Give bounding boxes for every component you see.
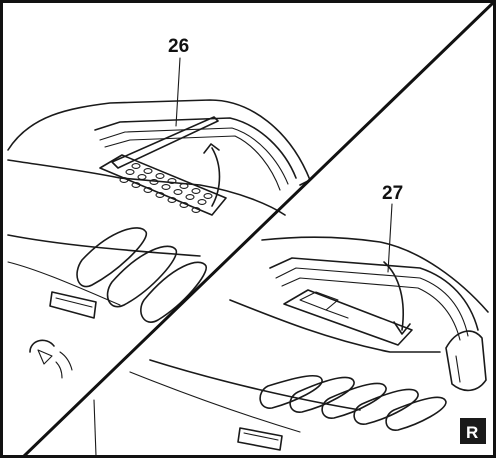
raised-flap [111, 116, 219, 169]
cover-lower-edge-right [229, 299, 441, 353]
badge-label: R [466, 423, 478, 442]
closed-keypad-lid [283, 289, 413, 346]
vent-slots-left [76, 227, 207, 323]
keypad-buttons [119, 163, 213, 213]
body-edge-left [7, 234, 201, 257]
right-panel: 27 [93, 183, 489, 457]
callout-leader-26 [175, 57, 181, 127]
cover-outline-right [261, 236, 489, 313]
badge-background [460, 418, 486, 444]
panel-divider [20, 0, 496, 458]
latch-tab-left [49, 291, 97, 319]
body-edge-right [149, 359, 361, 411]
handle-channel-left [94, 117, 297, 179]
vent-slots-right [259, 374, 447, 431]
side-bumper [445, 330, 487, 392]
handle-channel-right [269, 257, 479, 331]
cover-lower-edge-left [7, 159, 286, 216]
cover-outline-left [7, 99, 311, 186]
callout-leader-27 [387, 203, 393, 273]
callout-label-26: 26 [168, 36, 189, 57]
left-panel: 26 [7, 36, 311, 379]
arrow-up-curved-icon [203, 143, 221, 207]
sensor-mark [29, 339, 55, 353]
latch-tab-right [237, 427, 283, 451]
badge-r: R [460, 418, 486, 444]
callout-label-27: 27 [382, 183, 403, 204]
keypad-recess [99, 154, 227, 216]
arrow-down-curved-icon [383, 261, 411, 335]
